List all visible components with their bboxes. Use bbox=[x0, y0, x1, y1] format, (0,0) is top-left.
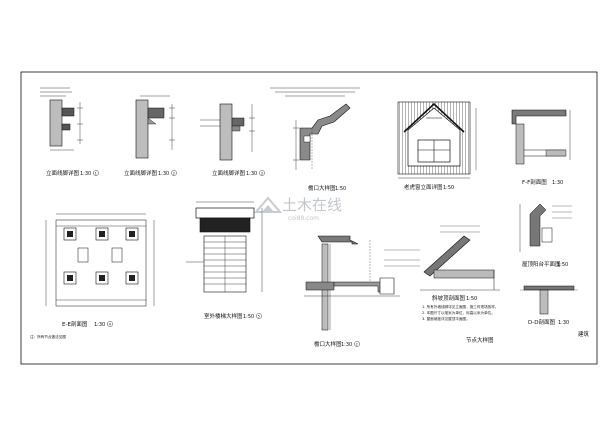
detail-2-scale: 1:30 bbox=[158, 171, 169, 177]
detail-3 bbox=[200, 103, 255, 161]
detail-5-title: 老虎窗立面详图 bbox=[404, 183, 443, 191]
detail-4-scale: 1:50 bbox=[335, 186, 346, 192]
detail-1 bbox=[40, 87, 83, 151]
detail-8-index: 5 bbox=[258, 315, 260, 319]
detail-4-title: 檐口大样图 bbox=[308, 184, 336, 192]
detail-9-index-circle bbox=[354, 341, 360, 347]
detail-1-index-circle bbox=[93, 170, 99, 176]
detail-3-scale: 1:30 bbox=[246, 171, 257, 177]
watermark-subtext: coi88.com bbox=[288, 215, 319, 222]
detail-1-index: 1 bbox=[95, 172, 97, 176]
detail-3-index-circle bbox=[259, 170, 265, 176]
detail-7-index-circle bbox=[107, 321, 113, 327]
detail-11-scale: 1:50 bbox=[557, 262, 568, 268]
sheet-name: 节点大样图 bbox=[466, 336, 494, 344]
detail-5-scale: 1:50 bbox=[443, 185, 454, 191]
detail-9-scale: 1:30 bbox=[341, 342, 352, 348]
detail-12-scale: 1:30 bbox=[558, 320, 569, 326]
detail-10-title: 斜坡顶剖面图 bbox=[432, 294, 466, 302]
detail-2-title: 立面线脚详图 bbox=[124, 169, 158, 177]
detail-10 bbox=[420, 225, 500, 291]
detail-5 bbox=[397, 101, 477, 179]
watermark-logo bbox=[253, 196, 283, 213]
detail-2 bbox=[135, 95, 175, 159]
detail-4 bbox=[270, 87, 360, 170]
detail-7 bbox=[45, 213, 155, 307]
note-2: 2. 本图尺寸以毫米为单位，标高以米为单位。 bbox=[422, 310, 495, 315]
detail-2-index: 2 bbox=[173, 172, 175, 176]
watermark-text: 土木在线 bbox=[282, 196, 342, 214]
detail-12-title: D-D剖面图 bbox=[528, 318, 555, 326]
detail-6-scale: 1:30 bbox=[552, 180, 563, 186]
detail-11-title: 屋顶阳台平面图 bbox=[522, 260, 561, 268]
detail-8-index-circle bbox=[256, 313, 262, 319]
detail-3-title: 立面线脚详图 bbox=[212, 169, 246, 177]
detail-1-scale: 1:30 bbox=[80, 171, 91, 177]
detail-3-index: 3 bbox=[261, 172, 263, 176]
sheet-frame bbox=[20, 71, 598, 365]
detail-8 bbox=[186, 201, 263, 293]
detail-8-scale: 1:50 bbox=[243, 314, 254, 320]
note-1: 1. 所有外墙线脚详见立面图，施工时现场放样。 bbox=[422, 304, 498, 309]
detail-12 bbox=[520, 285, 578, 315]
detail-7-index: 4 bbox=[109, 323, 112, 327]
detail-9 bbox=[304, 235, 420, 331]
detail-9-index: 2 bbox=[356, 343, 358, 347]
detail-10-scale: 1:50 bbox=[466, 296, 477, 302]
detail-1-title: 立面线脚详图 bbox=[46, 169, 80, 177]
detail-7-title: E-E剖面图 bbox=[62, 320, 88, 328]
detail-7-scale: 1:30 bbox=[94, 322, 105, 328]
detail-6-title: F-F剖面图 bbox=[522, 178, 547, 186]
footnote: 注：所有节点做法见图 bbox=[30, 334, 66, 339]
detail-8-title: 室外楼梯大样图 bbox=[204, 312, 243, 320]
detail-2-index-circle bbox=[171, 170, 177, 176]
sheet-code: 建筑 bbox=[578, 330, 590, 338]
detail-9-title: 檐口大样图 bbox=[314, 340, 342, 348]
note-3: 3. 屋面坡度详见屋顶平面图。 bbox=[422, 316, 470, 321]
detail-6 bbox=[511, 109, 571, 165]
detail-11 bbox=[519, 203, 572, 252]
